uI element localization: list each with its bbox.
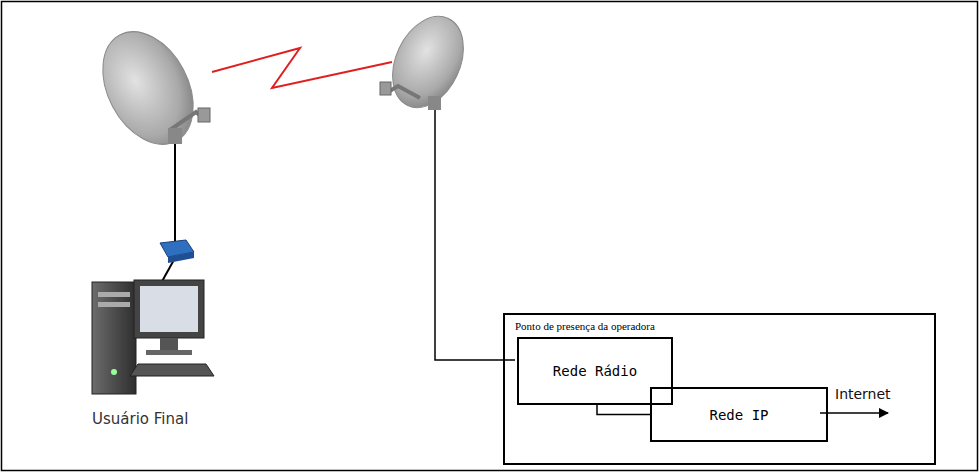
box-label: Rede IP	[652, 406, 826, 422]
box-title: Ponto de presença da operadora	[515, 320, 655, 332]
radio-link	[212, 48, 392, 88]
link-line	[597, 405, 650, 415]
box-label: Rede Rádio	[519, 363, 671, 379]
user-label: Usuário Final	[92, 410, 188, 428]
satellite-dish	[85, 16, 212, 245]
network-box: Rede IP	[650, 387, 828, 442]
computer-icon	[92, 280, 214, 394]
modem-icon	[160, 240, 194, 285]
internet-label: Internet	[835, 386, 891, 402]
internet-arrow	[820, 412, 888, 414]
satellite-dish	[379, 5, 515, 360]
